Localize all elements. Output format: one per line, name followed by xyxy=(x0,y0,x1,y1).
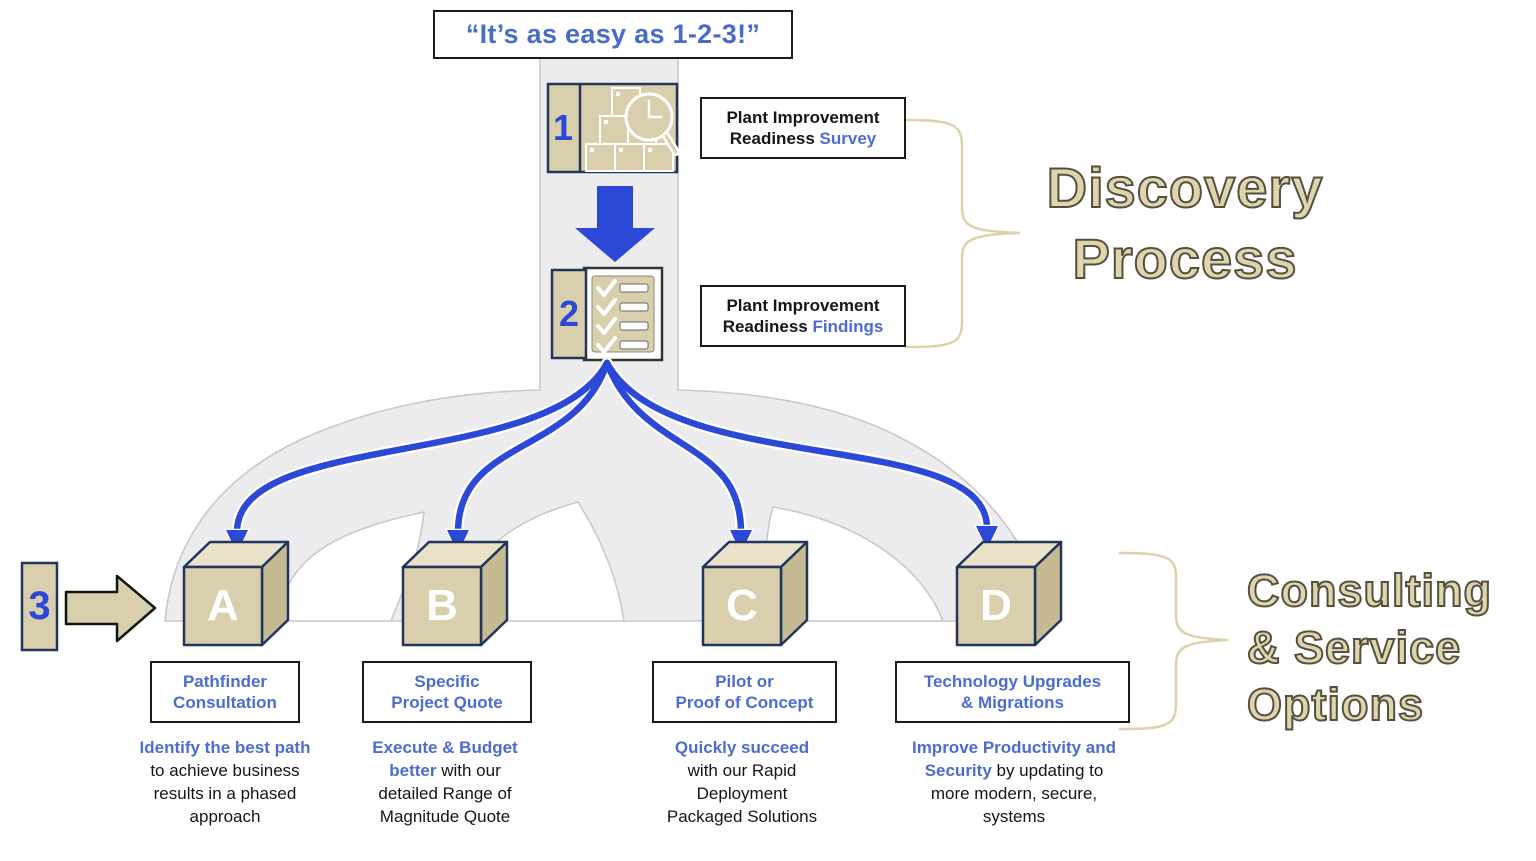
text-line: Plant Improvement xyxy=(726,296,880,315)
consulting-brace xyxy=(1118,551,1229,731)
discovery-line-1: Discovery xyxy=(1046,155,1324,220)
text-line: results in a phased xyxy=(153,784,297,803)
option-b-description: Execute & Budget better with our detailed … xyxy=(325,736,565,828)
cube-letter-b: B xyxy=(426,581,458,630)
text-line: Security by updating to xyxy=(924,761,1104,780)
option-b-title-line-1: Specific xyxy=(414,672,480,691)
cube-letter-d: D xyxy=(980,581,1012,630)
step-3-tile xyxy=(20,561,59,652)
text-line: Execute & Budget xyxy=(372,738,518,757)
option-a-title-line-2: Consultation xyxy=(173,693,277,712)
discovery-process-heading: Discovery Process xyxy=(1035,152,1335,294)
option-c-title-box: Pilot or Proof of Concept xyxy=(652,661,837,723)
discovery-line-2: Process xyxy=(1072,226,1298,291)
step-1-number: 1 xyxy=(552,107,574,148)
text-line: Quickly succeed xyxy=(674,738,810,757)
boxes-magnifier-icon xyxy=(546,82,680,174)
arrow-to-a xyxy=(233,359,611,536)
option-c-title-line-1: Pilot or xyxy=(715,672,774,691)
option-b-title-line-2: Project Quote xyxy=(391,693,503,712)
braces xyxy=(904,118,1229,731)
text-line: Readiness Findings xyxy=(722,317,884,336)
consulting-options-heading: Consulting & Service Options xyxy=(1246,562,1527,733)
text-line: Plant Improvement xyxy=(726,108,880,127)
step-2-number: 2 xyxy=(558,293,580,334)
cube-letter-a: A xyxy=(207,581,239,630)
title-text: “It’s as easy as 1-2-3!” xyxy=(465,19,761,49)
text-line: better with our xyxy=(389,761,501,780)
text-line: Readiness Survey xyxy=(729,129,877,148)
option-cubes xyxy=(182,540,1063,647)
text-line: detailed Range of xyxy=(378,784,512,803)
text-line: with our Rapid xyxy=(687,761,797,780)
option-d-title-box: Technology Upgrades & Migrations xyxy=(895,661,1130,723)
cube-d xyxy=(955,540,1063,647)
checklist-icon xyxy=(550,266,664,362)
text-line: to achieve business xyxy=(150,761,300,780)
cube-letter-c: C xyxy=(726,581,758,630)
text-line: approach xyxy=(189,807,261,826)
option-a-title-box: Pathfinder Consultation xyxy=(150,661,300,723)
consulting-line-3: Options xyxy=(1246,678,1424,731)
option-c-title-line-2: Proof of Concept xyxy=(675,693,814,712)
text-line: Identify the best path xyxy=(139,738,311,757)
text-line: systems xyxy=(982,807,1046,826)
option-d-title-line-1: Technology Upgrades xyxy=(923,672,1102,691)
step-3-number: 3 xyxy=(28,584,51,628)
text-line: Deployment xyxy=(696,784,788,803)
text-line: Magnitude Quote xyxy=(379,807,511,826)
text-line: Packaged Solutions xyxy=(666,807,818,826)
title-banner: “It’s as easy as 1-2-3!” xyxy=(433,10,793,59)
cube-b xyxy=(401,540,509,647)
text-line: more modern, secure, xyxy=(930,784,1098,803)
option-a-description: Identify the best path to achieve busines… xyxy=(105,736,345,828)
down-arrow-icon xyxy=(575,186,655,262)
option-b-title-box: Specific Project Quote xyxy=(362,661,532,723)
text-line: Improve Productivity and xyxy=(911,738,1117,757)
cube-a xyxy=(182,540,290,647)
discovery-brace xyxy=(904,118,1021,349)
arrow-to-b xyxy=(454,359,611,536)
right-block-arrow-icon xyxy=(64,574,157,643)
consulting-line-2: & Service xyxy=(1246,621,1462,674)
arrow-to-d xyxy=(603,359,991,532)
arrow-to-c xyxy=(603,359,745,536)
option-a-title-line-1: Pathfinder xyxy=(182,672,268,691)
consulting-line-1: Consulting xyxy=(1246,564,1492,617)
cube-c xyxy=(701,540,809,647)
option-d-title-line-2: & Migrations xyxy=(961,693,1064,712)
